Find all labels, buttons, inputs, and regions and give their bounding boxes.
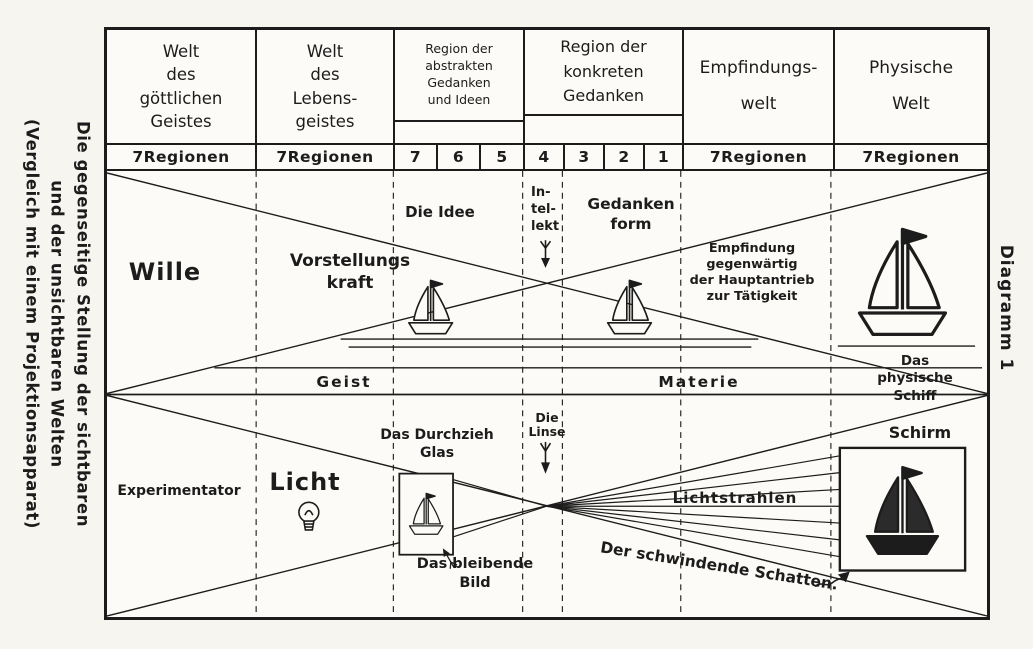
column-title: Welt des göttlichen Geistes — [139, 42, 223, 131]
left-caption-line3: (Vergleich mit einem Projektionsapparat) — [22, 119, 42, 529]
experimentator-label: Experimentator — [117, 483, 241, 499]
gedankenform-label: Gedanken form — [587, 195, 675, 233]
left-caption: Die gegenseitige Stellung der sichtbaren… — [19, 4, 96, 644]
geist-label: Geist — [316, 373, 372, 391]
column-header-lebensgeist: Welt des Lebens- geistes — [257, 30, 395, 143]
licht-label: Licht — [269, 468, 341, 496]
lens-arrow-icon — [539, 441, 552, 475]
durchzieh-glas-label: Das Durchzieh Glas — [380, 427, 494, 461]
region-number-cell: 3 — [565, 145, 605, 169]
materie-label: Materie — [658, 373, 740, 391]
regions-cell: 7Regionen — [862, 148, 960, 166]
physisches-schiff-label: Das physische Schiff — [877, 353, 953, 404]
region-number-cell: 5 — [481, 145, 525, 169]
linse-label: Die Linse — [528, 410, 566, 440]
lichtstrahlen-label: Lichtstrahlen — [672, 489, 798, 507]
left-caption-line2: und der unsichtbaren Welten — [47, 180, 67, 468]
column-title: Region der konkreten Gedanken — [560, 36, 647, 106]
shadow-arrow-icon — [814, 571, 850, 588]
column-header-physische-welt: Physische Welt — [835, 30, 987, 143]
diagram-number-caption: Diagramm 1 — [996, 244, 1016, 372]
regions-row: 7Regionen 7Regionen 7 6 5 4 3 2 1 7Regio… — [107, 143, 987, 171]
regions-cell: 7Regionen — [107, 145, 257, 169]
screen-frame — [838, 446, 967, 572]
bleibendes-bild-label: Das bleibende Bild — [416, 556, 534, 591]
wille-label: Wille — [128, 258, 202, 286]
region-number-cell: 4 — [525, 145, 565, 169]
thoughtform-ship-icon — [606, 279, 653, 335]
regions-cell: 7Regionen — [257, 145, 395, 169]
die-idee-label: Die Idee — [405, 203, 475, 221]
light-rays — [452, 455, 840, 558]
physical-ship-icon — [857, 227, 948, 337]
schirm-label: Schirm — [888, 423, 952, 442]
diagram-canvas: Wille Vorstellungs kraft Die Idee In- te… — [107, 171, 987, 617]
column-title: Empfindungs- welt — [699, 57, 818, 114]
empfindung-label: Empfindung gegenwärtig der Hauptantrieb … — [689, 241, 815, 304]
idea-ship-icon — [407, 279, 454, 335]
light-bulb-icon — [298, 501, 320, 531]
column-title: Region der abstrakten Gedanken und Ideen — [425, 41, 493, 107]
vorstellungskraft-label: Vorstellungs kraft — [289, 251, 411, 293]
glass-slide — [398, 472, 454, 556]
column-header-goettlicher-geist: Welt des göttlichen Geistes — [107, 30, 257, 143]
regions-cell: 7Regionen — [684, 145, 835, 169]
intellekt-label: In- tel- lekt — [531, 185, 560, 234]
column-header-empfindungswelt: Empfindungs- welt — [684, 30, 835, 143]
region-number-cell: 7 — [395, 145, 438, 169]
region-number-cell: 2 — [605, 145, 645, 169]
diagram-lines — [107, 171, 987, 617]
column-header-abstrakte-gedanken: Region der abstrakten Gedanken und Ideen — [395, 30, 525, 143]
column-title: Physische Welt — [868, 57, 954, 114]
intellect-arrow-icon — [539, 239, 552, 269]
column-title: Welt des Lebens- geistes — [292, 42, 358, 131]
diagram-board: Welt des göttlichen Geistes Welt des Leb… — [104, 27, 990, 620]
region-number-cell: 1 — [645, 145, 684, 169]
left-caption-line1: Die gegenseitige Stellung der sichtbaren — [73, 120, 93, 528]
column-header-konkrete-gedanken: Region der konkreten Gedanken — [525, 30, 684, 143]
region-number-cell: 6 — [438, 145, 481, 169]
